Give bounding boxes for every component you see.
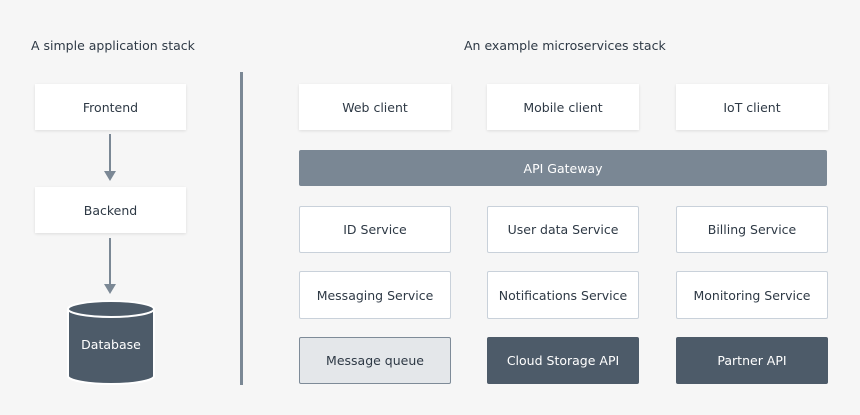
section-divider <box>240 72 243 385</box>
mobile-client-box: Mobile client <box>487 84 639 130</box>
billing-service-box: Billing Service <box>676 206 828 253</box>
microservices-heading: An example microservices stack <box>464 38 666 53</box>
iot-client-box: IoT client <box>676 84 828 130</box>
partner-api-box: Partner API <box>676 337 828 384</box>
web-client-box: Web client <box>299 84 451 130</box>
arrow-frontend-to-backend <box>104 134 116 181</box>
arrow-backend-to-database <box>104 238 116 294</box>
user-data-service-box: User data Service <box>487 206 639 253</box>
simple-stack-heading: A simple application stack <box>31 38 195 53</box>
database-label: Database <box>81 337 141 352</box>
frontend-box: Frontend <box>35 84 186 130</box>
id-service-box: ID Service <box>299 206 451 253</box>
notifications-service-box: Notifications Service <box>487 271 639 319</box>
messaging-service-box: Messaging Service <box>299 271 451 319</box>
monitoring-service-box: Monitoring Service <box>676 271 828 319</box>
api-gateway-bar: API Gateway <box>299 150 827 186</box>
cloud-storage-api-box: Cloud Storage API <box>487 337 639 384</box>
backend-box: Backend <box>35 187 186 233</box>
message-queue-box: Message queue <box>299 337 451 384</box>
database-cylinder <box>67 300 155 385</box>
